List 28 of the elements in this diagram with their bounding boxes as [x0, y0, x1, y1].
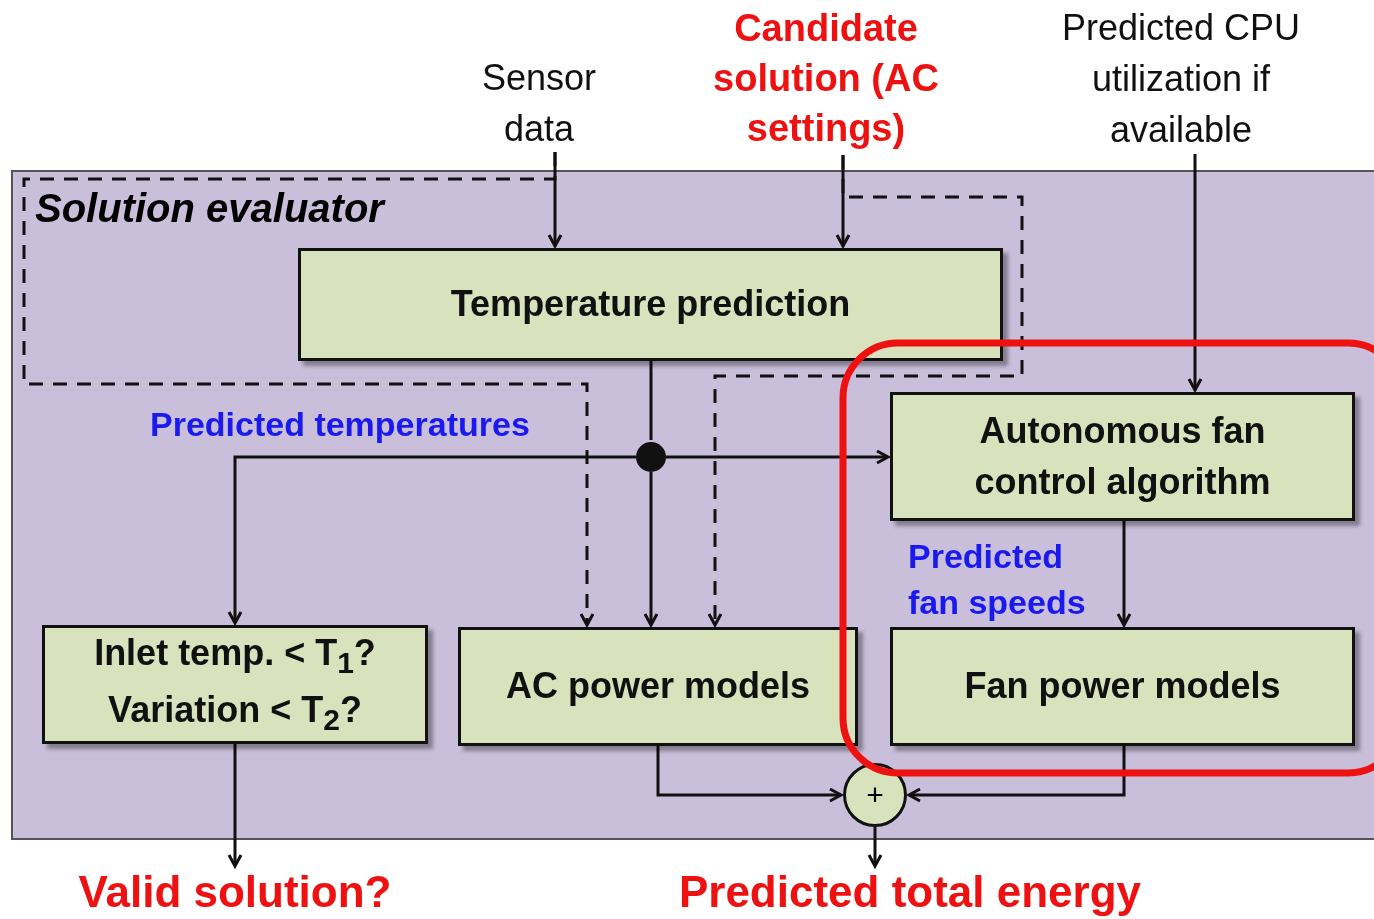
process-box: Fan power models — [890, 627, 1355, 746]
arrow — [227, 744, 243, 868]
input-label: Predicted CPU utilization if available — [1031, 2, 1331, 154]
arrow — [867, 827, 883, 868]
panel-title: Solution evaluator — [35, 186, 384, 231]
input-label: Candidate solution (AC settings) — [686, 3, 966, 155]
arrow — [643, 472, 659, 627]
connector-line — [649, 361, 653, 440]
decision-box: Inlet temp. < T$_{1}$? Variation < T$_{2}$? — [42, 625, 428, 744]
arrow — [907, 746, 1126, 803]
input-label: Sensor data — [464, 52, 614, 152]
signal-label: Predicted temperatures — [150, 404, 531, 445]
arrow — [1116, 521, 1132, 627]
output-label: Predicted total energy — [640, 868, 1180, 918]
process-box: AC power models — [458, 627, 858, 746]
sum-junction: + — [843, 763, 907, 827]
dashed-arrow — [22, 152, 595, 627]
arrow — [656, 746, 843, 803]
junction-dot — [636, 442, 666, 472]
process-box: Autonomous fan control algorithm — [890, 392, 1355, 521]
arrow — [1187, 154, 1203, 392]
signal-label: Predicted fan speeds — [908, 536, 1087, 623]
arrow — [227, 455, 636, 625]
arrow — [666, 449, 890, 465]
evaluator-panel — [11, 170, 1374, 840]
dashed-arrow — [707, 155, 1024, 627]
process-box: Temperature prediction — [298, 248, 1003, 361]
output-label: Valid solution? — [40, 868, 430, 918]
